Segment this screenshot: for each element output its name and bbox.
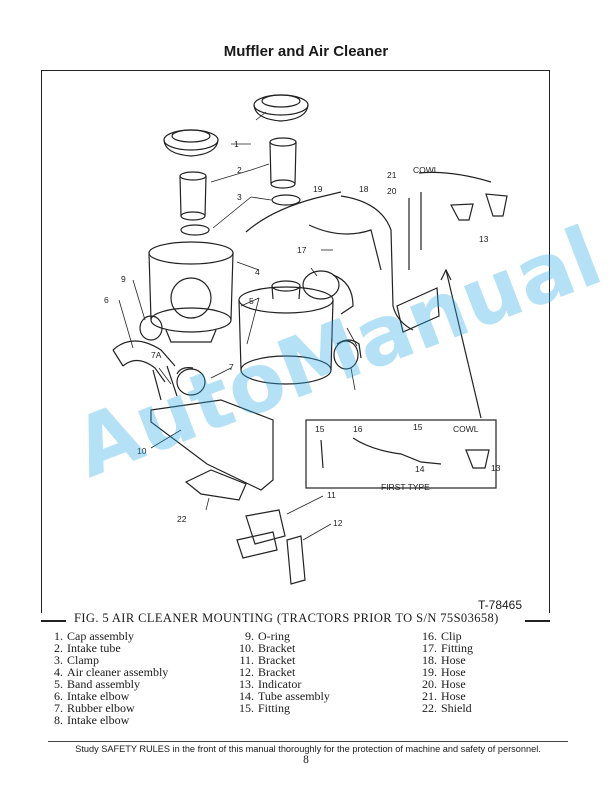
list-item: 22.Shield: [422, 701, 472, 715]
callout-2: 2: [237, 165, 242, 175]
callout-5: 5: [249, 296, 254, 306]
callout-20: 20: [387, 186, 397, 196]
list-item: 9.O-ring: [245, 629, 290, 643]
inset-callout-16: 16: [353, 424, 363, 434]
hose-19: [245, 191, 342, 233]
o-ring: [139, 315, 163, 341]
inset-indicator: [465, 449, 490, 469]
hose-18: [340, 195, 414, 331]
inset-first-type-label: FIRST TYPE: [381, 482, 430, 492]
safety-note: Study SAFETY RULES in the front of this …: [48, 741, 568, 754]
list-item: 16.Clip: [422, 629, 462, 643]
bracket-12-base: [236, 531, 278, 559]
callout-11: 11: [327, 490, 336, 500]
intake-tube-right: [269, 137, 297, 189]
indicator-left: [450, 203, 474, 221]
bracket-10: [150, 399, 274, 491]
parts-list-col2: 9.O-ring 10.Bracket 11.Bracket 12.Bracke…: [237, 630, 330, 714]
list-item: 13.Indicator: [239, 677, 302, 691]
cap-assembly-right: [253, 94, 309, 122]
shield: [184, 469, 247, 501]
callout-6: 6: [104, 295, 109, 305]
inset-tubes: [320, 437, 442, 469]
inset-callout-15a: 15: [315, 424, 325, 434]
list-item: 2.Intake tube: [54, 641, 121, 655]
bracket-11: [245, 509, 286, 545]
clamp-left: [180, 224, 210, 236]
list-item: 18.Hose: [422, 653, 466, 667]
caption-rule-left: [41, 620, 66, 622]
clamp-right: [271, 194, 301, 206]
air-cleaner-assembly-right: [238, 280, 334, 385]
list-item: 5.Band assembly: [54, 677, 140, 691]
list-item: 6.Intake elbow: [54, 689, 130, 703]
callout-9: 9: [121, 274, 126, 284]
page-title: Muffler and Air Cleaner: [223, 43, 389, 60]
list-item: 1.Cap assembly: [54, 629, 134, 643]
rubber-elbow-left: [176, 367, 206, 396]
intake-elbow-8: [302, 270, 354, 315]
list-item: 14.Tube assembly: [239, 689, 330, 703]
hoses-20-21: [408, 192, 422, 270]
callout-7a: 7A: [151, 350, 162, 360]
callout-1: 1: [234, 139, 239, 149]
list-item: 10.Bracket: [239, 641, 296, 655]
caption-rule-right: [525, 620, 550, 622]
list-item: 12.Bracket: [239, 665, 296, 679]
intake-tube-left: [179, 171, 207, 221]
intake-elbow-6: [112, 340, 178, 401]
callout-4: 4: [255, 267, 260, 277]
list-item: 3.Clamp: [54, 653, 99, 667]
list-item: 20.Hose: [422, 677, 466, 691]
inset-callout-14: 14: [415, 464, 425, 474]
list-item: 7.Rubber elbow: [54, 701, 135, 715]
callout-7: 7: [229, 362, 234, 372]
callout-13: 13: [479, 234, 489, 244]
page-number: 8: [303, 754, 309, 766]
cowl-label: COWL: [413, 165, 439, 175]
list-item: 15.Fitting: [239, 701, 291, 715]
list-item: 17.Fitting: [422, 641, 474, 655]
callout-21: 21: [387, 170, 397, 180]
first-type-inset: [305, 419, 497, 489]
leader-lines: [118, 111, 358, 541]
inset-callout-13: 13: [491, 463, 501, 473]
list-item: 11.Bracket: [239, 653, 296, 667]
figure-caption: FIG. 5 AIR CLEANER MOUNTING (TRACTORS PR…: [70, 611, 503, 626]
callout-17: 17: [297, 245, 307, 255]
list-item: 8.Intake elbow: [54, 713, 130, 727]
bracket-12: [286, 535, 306, 585]
list-item: 19.Hose: [422, 665, 466, 679]
parts-list-col3: 16.Clip 17.Fitting 18.Hose 19.Hose 20.Ho…: [420, 630, 473, 714]
list-item: 4.Air cleaner assembly: [54, 665, 169, 679]
exploded-view-diagram: 1 2 3 4 5 6 7 7A 9 10 11 12 13 17 18 19 …: [104, 94, 508, 585]
indicator-right: [485, 193, 508, 217]
callout-10: 10: [137, 446, 147, 456]
parts-list-col1: 1.Cap assembly 2.Intake tube 3.Clamp 4.A…: [46, 630, 168, 726]
inset-arrow: [445, 269, 482, 419]
callout-18: 18: [359, 184, 369, 194]
hose-17-line: [308, 224, 382, 271]
cap-assembly-left: [163, 129, 219, 157]
drawing-number: T-78465: [478, 598, 523, 612]
figure-frame: [41, 70, 550, 613]
list-item: 21.Hose: [422, 689, 466, 703]
cowl-bracket: [396, 287, 440, 333]
callout-22: 22: [177, 514, 187, 524]
rubber-elbow-right: [333, 339, 362, 370]
cowl-line: [418, 171, 492, 183]
arrowhead: [440, 268, 452, 281]
air-cleaner-assembly-left: [148, 241, 234, 343]
inset-cowl-label: COWL: [453, 424, 479, 434]
callout-19: 19: [313, 184, 323, 194]
callout-12: 12: [333, 518, 343, 528]
callout-3: 3: [237, 192, 242, 202]
inset-callout-15b: 15: [413, 422, 423, 432]
